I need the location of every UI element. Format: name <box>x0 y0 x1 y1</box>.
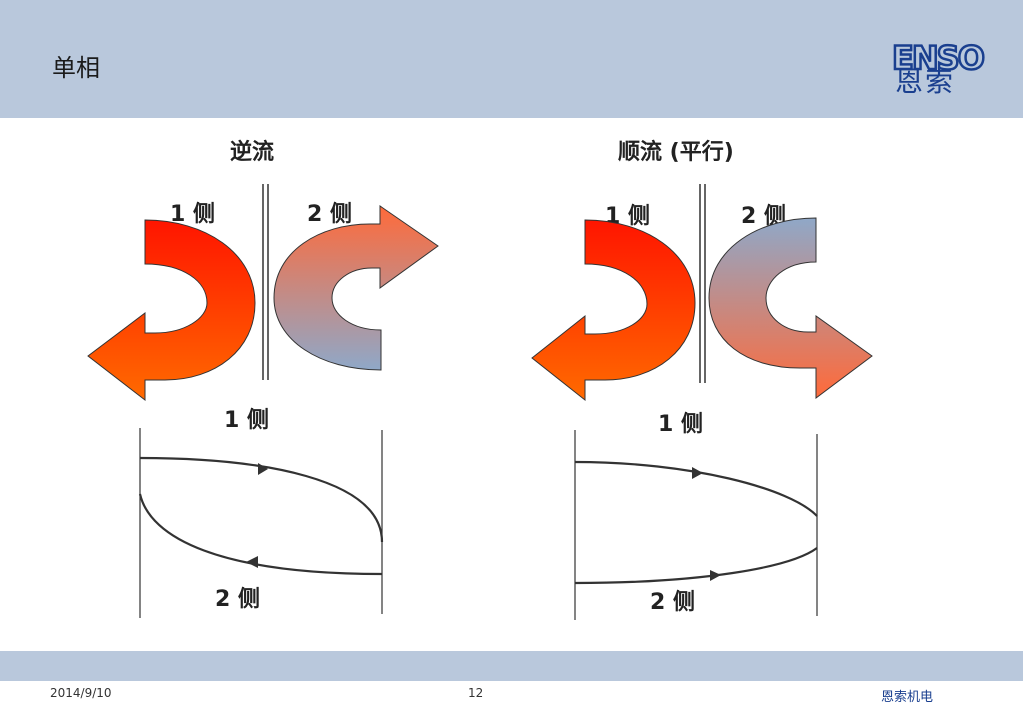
footer-band <box>0 651 1023 681</box>
logo-text: ENSO <box>892 39 984 77</box>
page-title: 单相 <box>52 54 100 82</box>
parallel-graph-side2-curve <box>574 547 818 585</box>
diagram-graphics <box>87 184 873 620</box>
parallel-graph-side1-label: 1 侧 <box>658 412 703 437</box>
counter-graph-side1-curve <box>139 456 384 543</box>
parallel-graph-side2-marker <box>710 570 721 581</box>
parallel-side2-arrow <box>708 217 873 399</box>
counter-flow-heading: 逆流 <box>230 140 275 165</box>
counter-graph-side1-marker <box>258 463 268 475</box>
counter-graph-side2-label: 2 侧 <box>215 587 260 612</box>
counter-graph-side2-marker <box>246 556 258 568</box>
counter-graph-side1-label: 1 侧 <box>224 408 269 433</box>
counter-side1-arrow <box>87 219 256 402</box>
parallel-flow-heading: 顺流 (平行) <box>618 140 734 165</box>
parallel-side1-arrow <box>531 219 696 402</box>
enso-logo: ENSO <box>891 38 987 79</box>
counter-graph-side2-curve <box>138 493 383 576</box>
logo-chinese: 恩索 <box>895 65 956 98</box>
parallel-graph-side1-curve <box>574 460 818 517</box>
footer-page-number: 12 <box>468 686 484 700</box>
flow-diagram: 逆流 顺流 (平行) 1 侧 2 侧 1 侧 2 侧 1 侧 2 侧 1 侧 2… <box>0 118 1023 651</box>
header-band <box>0 0 1023 118</box>
footer-company: 恩索机电 <box>881 690 934 705</box>
footer-date: 2014/9/10 <box>50 686 112 700</box>
counter-side2-arrow <box>273 205 439 371</box>
parallel-graph-side1-marker <box>692 467 703 479</box>
counter-side2-label: 2 侧 <box>307 202 352 227</box>
parallel-graph-side2-label: 2 侧 <box>650 590 695 615</box>
